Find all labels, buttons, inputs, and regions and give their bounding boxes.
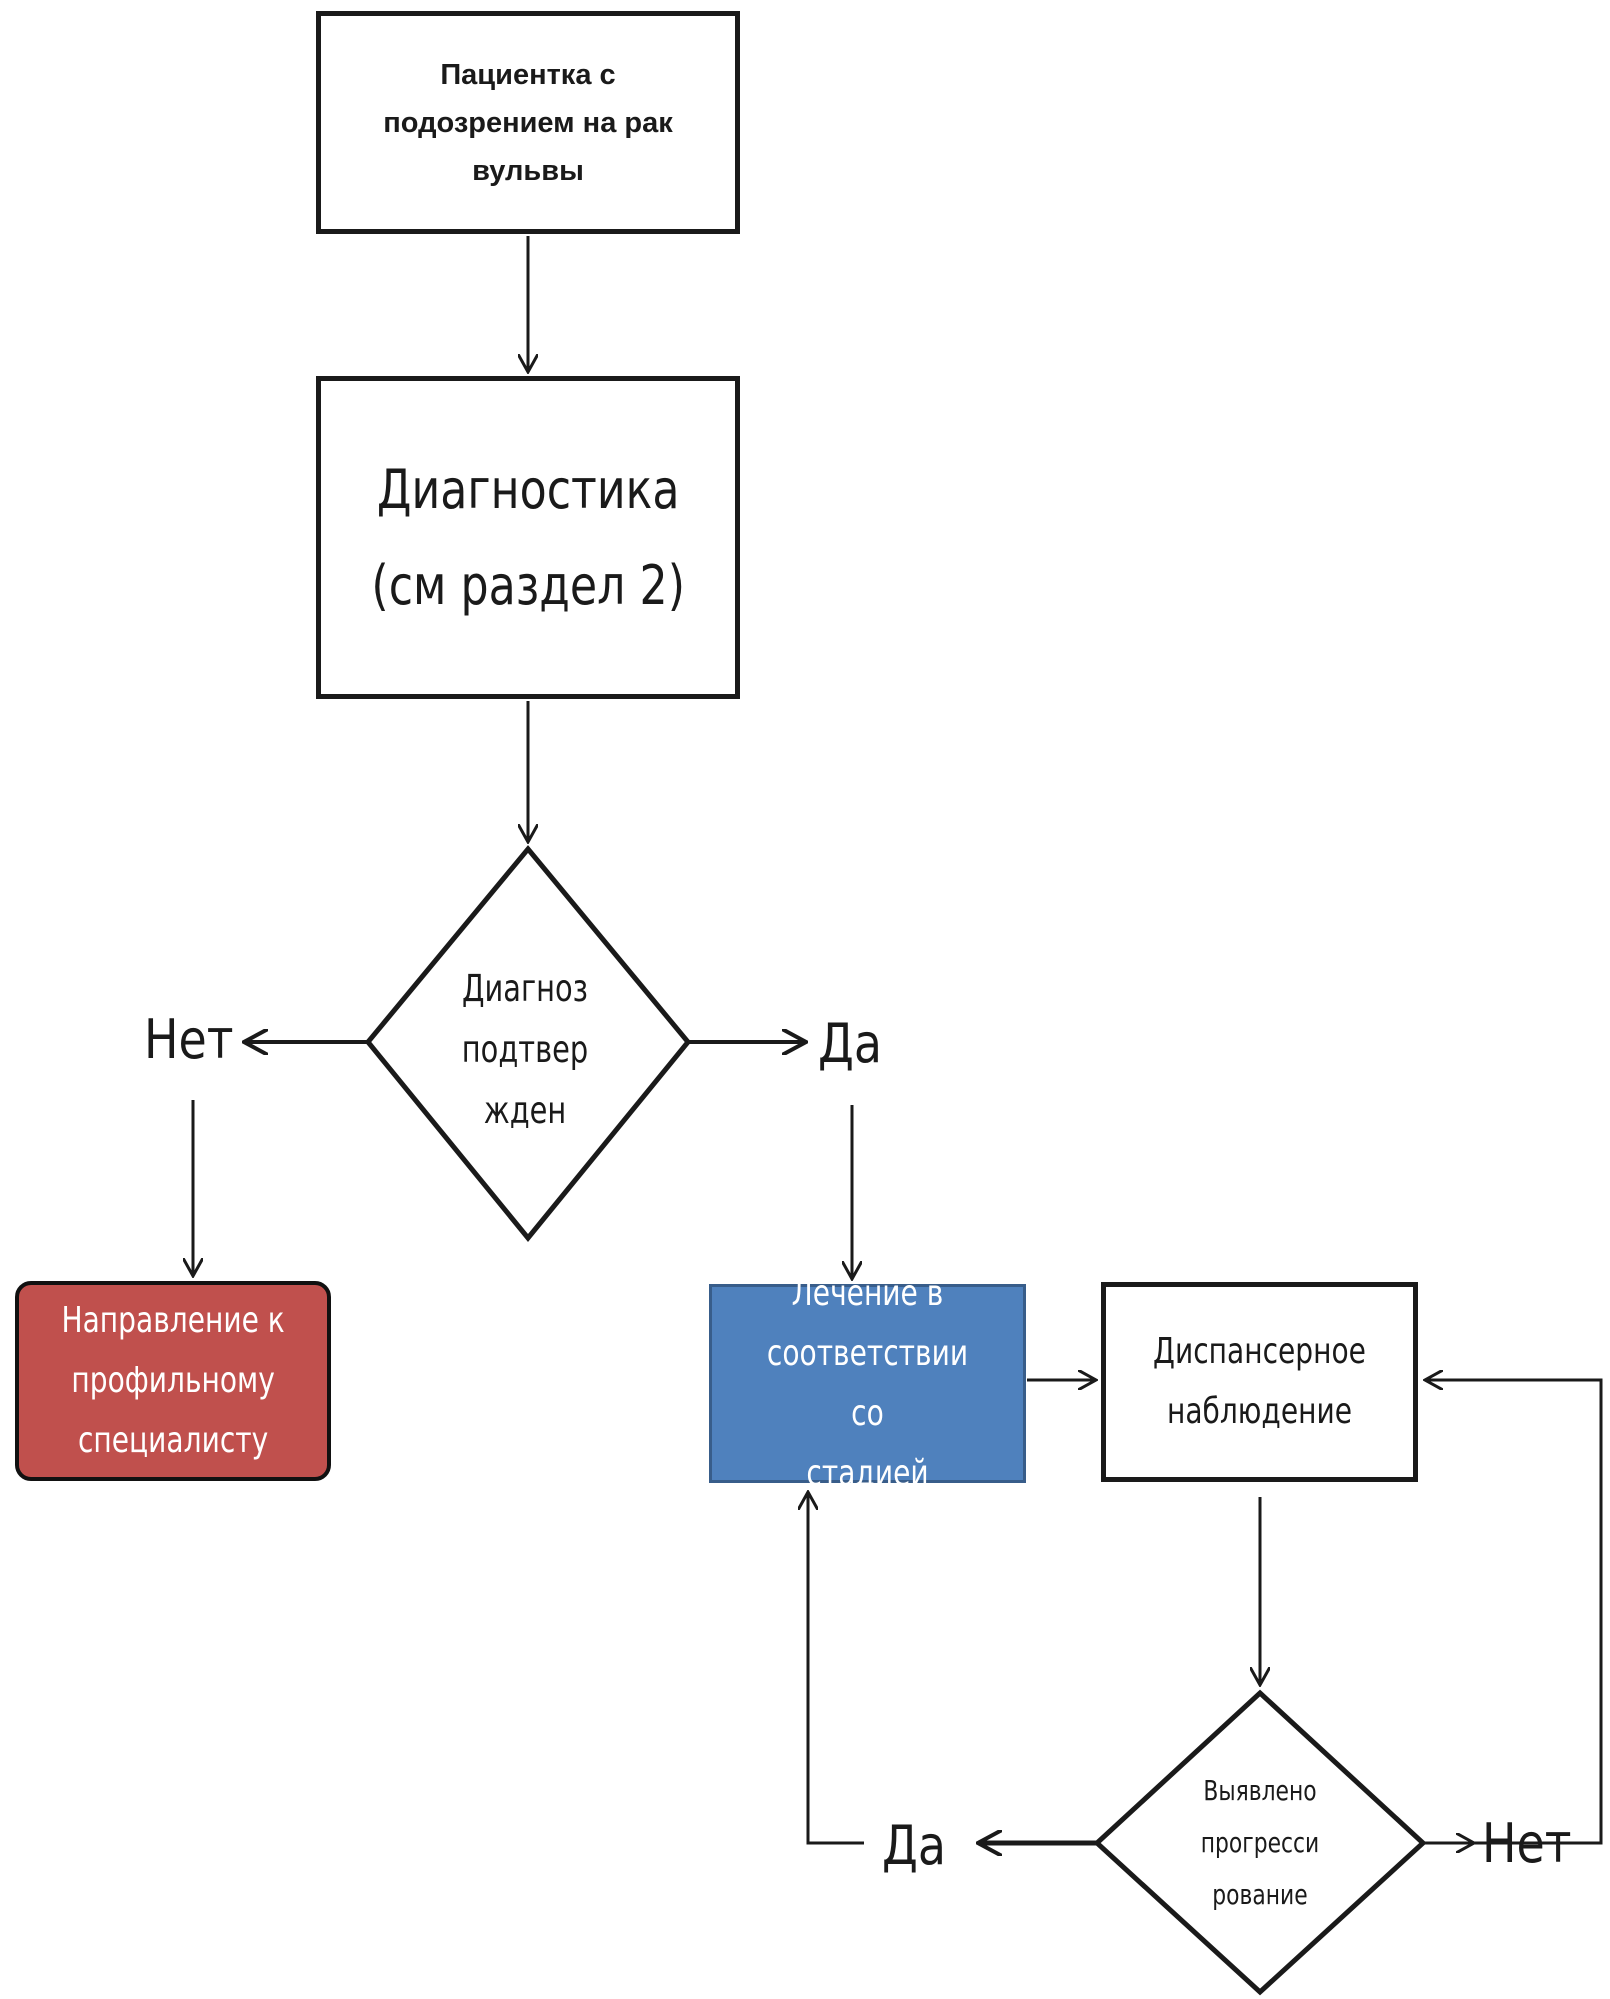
decision-progression-diamond	[1093, 1689, 1427, 1996]
decision-progression-text: Выявлено прогресси рование	[1200, 1774, 1320, 1911]
follow-up-node: Диспансерное наблюдение	[1101, 1282, 1418, 1482]
diagnostics-node: Диагностика (см раздел 2)	[316, 376, 740, 699]
start-node: Пациентка с подозрением на рак вульвы	[316, 11, 740, 234]
decision-confirmed-diamond	[364, 845, 692, 1242]
treatment-node-text: Лечение в соответствии со стадией	[766, 1272, 969, 1494]
decision-confirmed-text: Диагноз подтвер жден	[461, 967, 589, 1132]
arrow-yes-to-treatment-loop	[808, 1492, 864, 1845]
referral-node-text: Направление к профильному специалисту	[61, 1300, 285, 1461]
label-yes-confirmed: Да	[818, 1012, 882, 1075]
follow-up-node-text: Диспансерное наблюдение	[1153, 1331, 1366, 1432]
treatment-node: Лечение в соответствии со стадией	[709, 1273, 1026, 1494]
label-yes-progression: Да	[882, 1814, 946, 1877]
label-no-progression: Нет	[1482, 1812, 1572, 1875]
start-node-text: Пациентка с подозрением на рак вульвы	[383, 58, 673, 187]
arrow-no-to-follow-up-loop	[1425, 1380, 1603, 1845]
referral-node: Направление к профильному специалисту	[15, 1281, 331, 1481]
label-no-confirmed: Нет	[144, 1008, 234, 1071]
diagnostics-node-text: Диагностика (см раздел 2)	[371, 457, 685, 617]
